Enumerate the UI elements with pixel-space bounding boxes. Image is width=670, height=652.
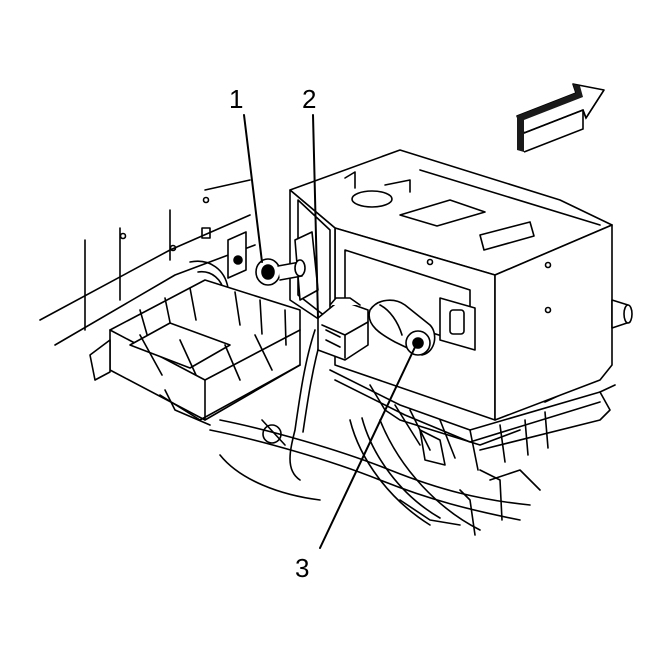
- connector-housing-nut: [368, 299, 436, 356]
- wiring-harness: [209, 329, 541, 536]
- callout-2: 2: [302, 84, 316, 114]
- callout-1: 1: [229, 84, 243, 114]
- vehicle-body-structure: [39, 179, 256, 346]
- electrical-connector: [317, 297, 369, 361]
- front-arrow-icon: [516, 83, 605, 153]
- leader-line-2: [312, 114, 319, 319]
- ground-stud-nut: [255, 231, 319, 301]
- tray-bracket: [89, 279, 301, 446]
- leader-line-3: [319, 344, 417, 549]
- callout-3: 3: [295, 553, 309, 583]
- leader-line-1: [243, 114, 263, 263]
- leader-lines: [243, 114, 417, 549]
- electronic-module-housing: [289, 149, 633, 421]
